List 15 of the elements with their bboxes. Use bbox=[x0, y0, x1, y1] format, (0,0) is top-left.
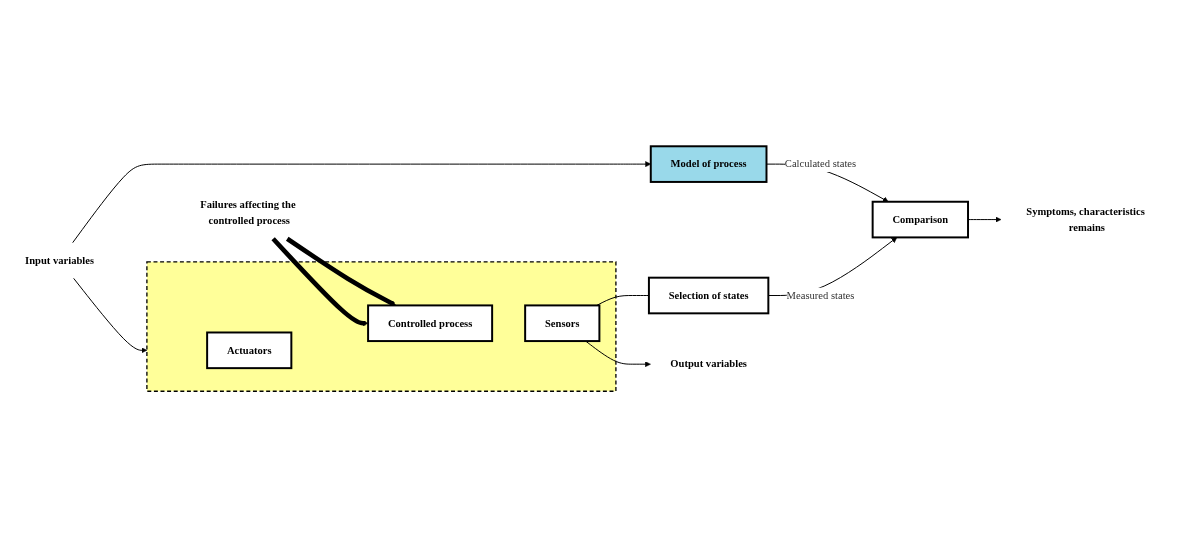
edge-label: Measured states bbox=[786, 289, 855, 301]
node-text: Input variables bbox=[25, 254, 95, 266]
node-box: Selection of states bbox=[647, 276, 770, 315]
arrow bbox=[271, 236, 369, 326]
arrow bbox=[285, 236, 397, 306]
node-text: Symptoms, characteristics remains bbox=[1026, 205, 1145, 233]
node-box: Comparison bbox=[871, 200, 969, 239]
node-text: Failures affecting the controlled process bbox=[200, 198, 296, 226]
node-text: Output variables bbox=[670, 357, 747, 370]
node-box: Model of process bbox=[649, 145, 768, 183]
node-box: Actuators bbox=[206, 331, 293, 369]
node-box: Controlled process bbox=[367, 304, 494, 342]
edge-label: Calculated states bbox=[784, 157, 857, 170]
node-box: Sensors bbox=[524, 304, 601, 342]
cluster bbox=[146, 260, 617, 392]
